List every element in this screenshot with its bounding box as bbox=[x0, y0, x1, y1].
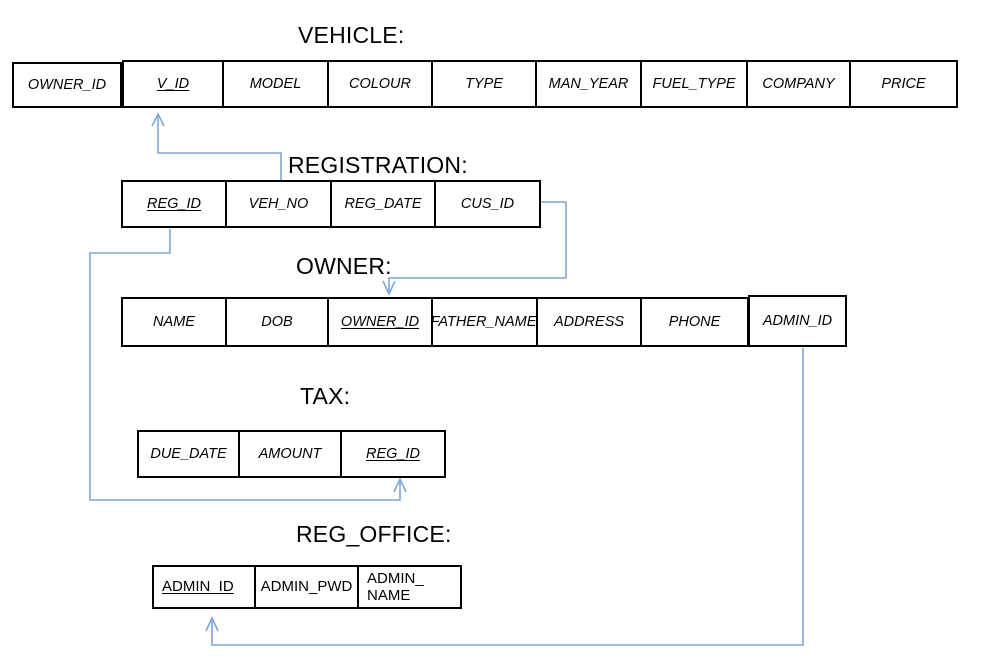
attribute-label: FATHER_NAME bbox=[433, 313, 537, 330]
relation-owner: NAME DOB OWNER_ID FATHER_NAME ADDRESS PH… bbox=[121, 297, 749, 347]
attribute-label: ADMIN_ NAME bbox=[367, 569, 424, 604]
attribute-label: VEH_NO bbox=[248, 195, 309, 212]
vehicle-attribute-owner-id: OWNER_ID bbox=[12, 62, 122, 108]
attribute-label: DOB bbox=[261, 313, 293, 330]
owner-attribute-dob: DOB bbox=[227, 299, 329, 345]
caption-owner: OWNER: bbox=[296, 253, 392, 279]
vehicle-attribute-colour: COLOUR bbox=[329, 62, 433, 106]
attribute-label: REG_ID bbox=[366, 445, 420, 462]
caption-vehicle: VEHICLE: bbox=[298, 22, 405, 48]
registration-attribute-reg-id: REG_ID bbox=[123, 182, 227, 226]
owner-attribute-phone: PHONE bbox=[642, 299, 747, 345]
vehicle-attribute-price: PRICE bbox=[851, 62, 956, 106]
attribute-label: OWNER_ID bbox=[340, 313, 420, 330]
registration-attribute-veh-no: VEH_NO bbox=[227, 182, 332, 226]
reg-office-attribute-admin-id: ADMIN_ID bbox=[154, 567, 256, 607]
attribute-label: CUS_ID bbox=[460, 195, 515, 212]
relation-reg-office: ADMIN_ID ADMIN_PWD ADMIN_ NAME bbox=[152, 565, 462, 609]
relation-tax: DUE_DATE AMOUNT REG_ID bbox=[137, 430, 446, 478]
attribute-label: NAME bbox=[153, 313, 195, 330]
reg-office-attribute-admin-name: ADMIN_ NAME bbox=[359, 567, 460, 607]
attribute-label: MODEL bbox=[249, 75, 302, 92]
owner-attribute-admin-id: ADMIN_ID bbox=[748, 295, 847, 347]
attribute-label: FUEL_TYPE bbox=[652, 75, 736, 92]
owner-attribute-name: NAME bbox=[123, 299, 227, 345]
registration-attribute-reg-date: REG_DATE bbox=[332, 182, 436, 226]
attribute-label: V_ID bbox=[156, 75, 190, 92]
vehicle-attribute-model: MODEL bbox=[224, 62, 329, 106]
owner-attribute-address: ADDRESS bbox=[538, 299, 642, 345]
owner-attribute-owner-id: OWNER_ID bbox=[329, 299, 433, 345]
attribute-label: DUE_DATE bbox=[150, 445, 227, 462]
relation-vehicle: V_ID MODEL COLOUR TYPE MAN_YEAR FUEL_TYP… bbox=[122, 60, 958, 108]
attribute-label: OWNER_ID bbox=[27, 76, 107, 93]
relation-registration: REG_ID VEH_NO REG_DATE CUS_ID bbox=[121, 180, 541, 228]
vehicle-attribute-type: TYPE bbox=[433, 62, 537, 106]
vehicle-attribute-man-year: MAN_YEAR bbox=[537, 62, 642, 106]
registration-attribute-cus-id: CUS_ID bbox=[436, 182, 539, 226]
attribute-label: ADMIN_PWD bbox=[260, 578, 353, 596]
caption-tax: TAX: bbox=[300, 383, 351, 409]
reg-office-attribute-admin-pwd: ADMIN_PWD bbox=[256, 567, 359, 607]
caption-reg-office: REG_OFFICE: bbox=[296, 521, 452, 547]
tax-attribute-due-date: DUE_DATE bbox=[139, 432, 240, 476]
owner-attribute-father-name: FATHER_NAME bbox=[433, 299, 538, 345]
attribute-label: ADDRESS bbox=[553, 313, 625, 330]
vehicle-attribute-fuel-type: FUEL_TYPE bbox=[642, 62, 748, 106]
attribute-label: ADMIN_ID bbox=[162, 578, 234, 596]
attribute-label: MAN_YEAR bbox=[548, 75, 629, 92]
attribute-label: PHONE bbox=[668, 313, 721, 330]
vehicle-attribute-company: COMPANY bbox=[748, 62, 851, 106]
attribute-label: COMPANY bbox=[762, 75, 835, 92]
tax-attribute-amount: AMOUNT bbox=[240, 432, 342, 476]
attribute-label: PRICE bbox=[881, 75, 926, 92]
vehicle-attribute-v-id: V_ID bbox=[124, 62, 224, 106]
attribute-label: TYPE bbox=[465, 75, 503, 92]
attribute-label: ADMIN_ID bbox=[762, 312, 833, 329]
relationship-veh-no-to-v-id bbox=[151, 112, 282, 184]
attribute-label: REG_DATE bbox=[344, 195, 422, 212]
attribute-label: AMOUNT bbox=[258, 445, 322, 462]
attribute-label: REG_ID bbox=[147, 195, 201, 212]
caption-registration: REGISTRATION: bbox=[288, 152, 468, 178]
tax-attribute-reg-id: REG_ID bbox=[342, 432, 444, 476]
attribute-label: COLOUR bbox=[348, 75, 412, 92]
